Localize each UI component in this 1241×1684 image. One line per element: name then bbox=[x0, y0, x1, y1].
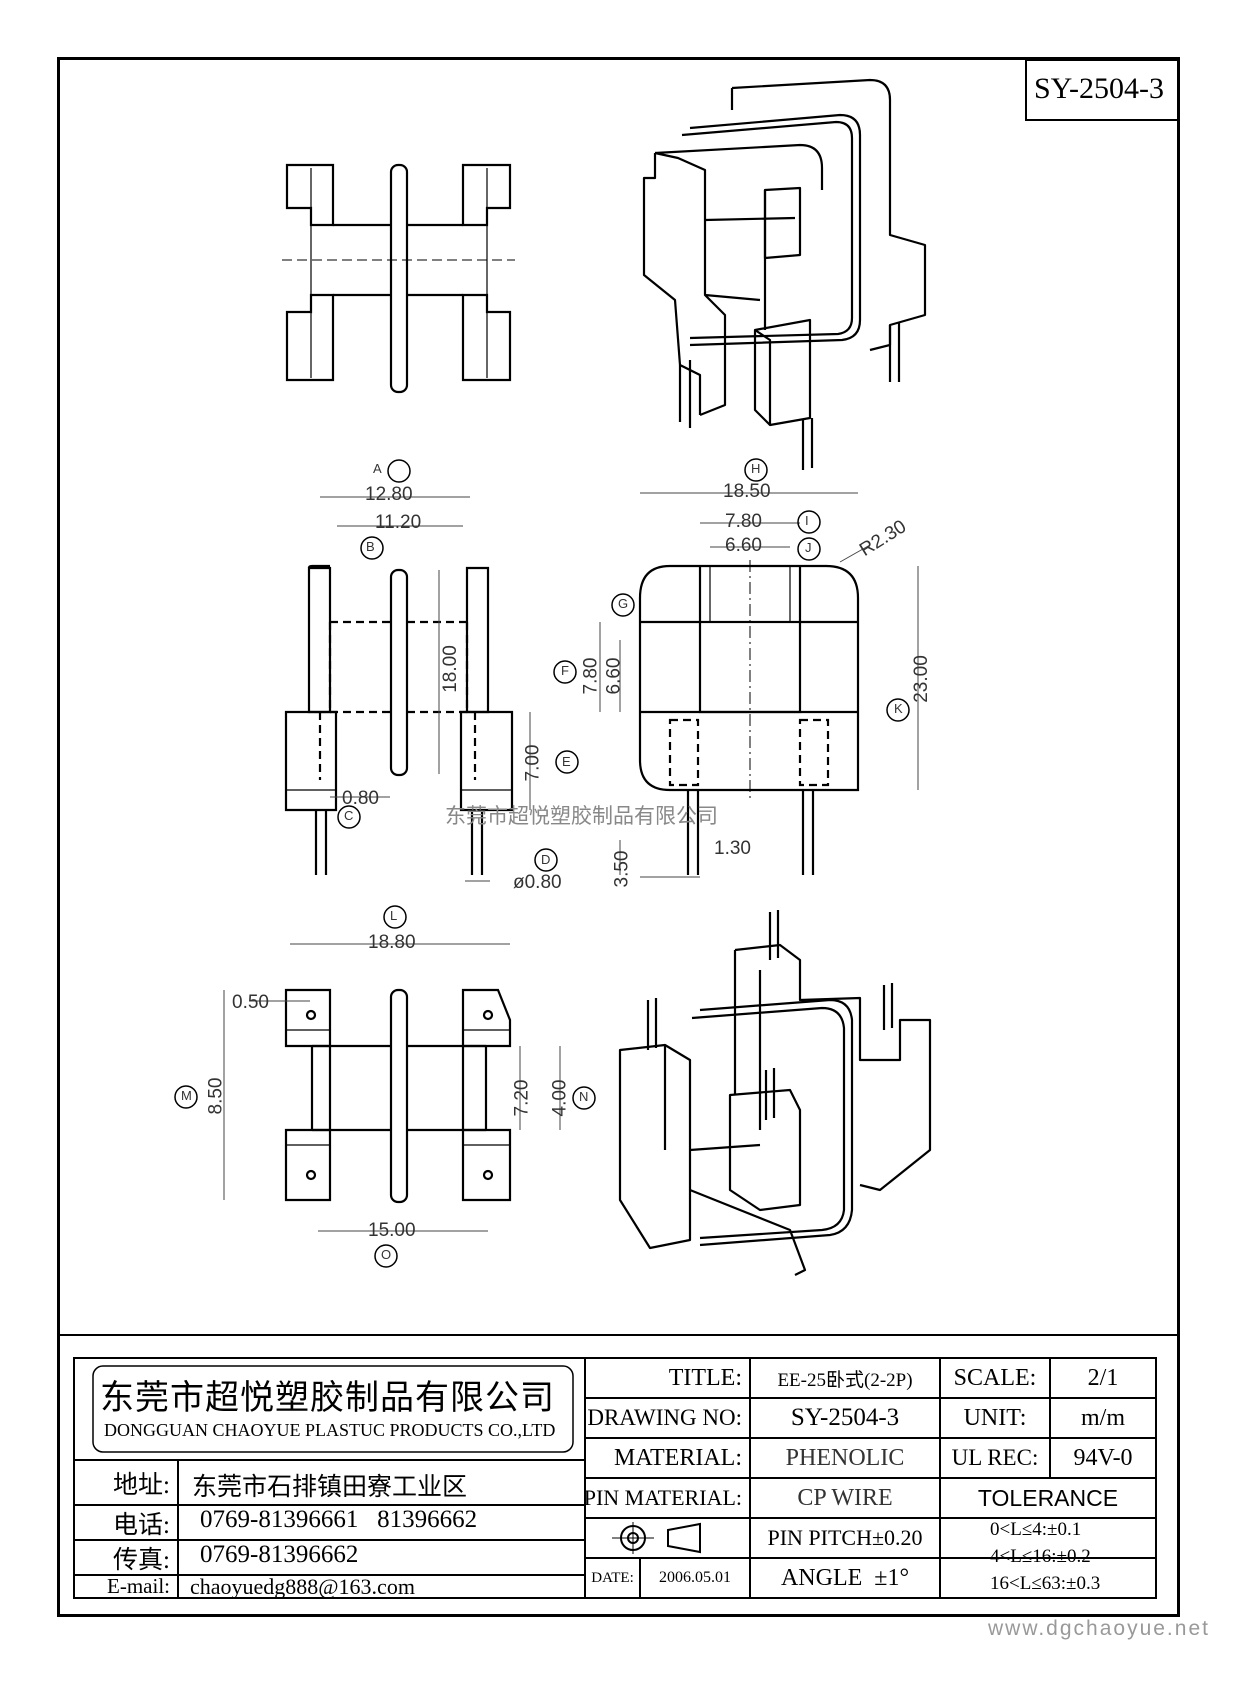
mark-b: B bbox=[366, 539, 375, 554]
mark-m: M bbox=[181, 1088, 192, 1103]
view-isometric-top bbox=[642, 78, 927, 470]
tolerance-range-2: 4<L≤16:±0.2 bbox=[990, 1546, 1091, 1567]
dim-b-value: 11.20 bbox=[375, 512, 422, 533]
view-middle-side bbox=[284, 564, 514, 875]
dim-o-value: 15.00 bbox=[368, 1220, 416, 1241]
part-number: SY-2504-3 bbox=[1034, 72, 1165, 105]
ul-rec-label: UL REC: bbox=[951, 1445, 1039, 1470]
fax-value: 0769-81396662 bbox=[200, 1541, 359, 1568]
mark-g: G bbox=[618, 596, 629, 611]
drawing-no-value: SY-2504-3 bbox=[790, 1404, 900, 1431]
dim-a-value: 12.80 bbox=[365, 484, 413, 505]
projection-symbol bbox=[612, 1522, 701, 1554]
dim-f-value: 7.80 bbox=[580, 657, 602, 695]
part-number-box bbox=[1025, 59, 1180, 121]
email-label: E-mail: bbox=[107, 1574, 170, 1598]
mark-l: L bbox=[390, 908, 398, 923]
material-label: MATERIAL: bbox=[614, 1444, 742, 1471]
reference-circles bbox=[174, 458, 910, 1268]
view-middle-front bbox=[638, 560, 860, 875]
watermark-company: 东莞市超悦塑胶制品有限公司 bbox=[445, 805, 718, 828]
email-value: chaoyuedg888@163.com bbox=[190, 1574, 415, 1599]
view-bottom bbox=[284, 988, 512, 1204]
title-value: EE-25卧式(2-2P) bbox=[777, 1369, 913, 1391]
dim-n-value: 4.00 bbox=[549, 1079, 571, 1117]
dim-g-value: 6.60 bbox=[603, 657, 625, 695]
dim-k-value: 23.00 bbox=[910, 655, 932, 703]
fax-label: 传真: bbox=[113, 1546, 170, 1574]
scale-value: 2/1 bbox=[1087, 1364, 1119, 1391]
unit-label: UNIT: bbox=[963, 1404, 1027, 1431]
tolerance-range-3: 16<L≤63:±0.3 bbox=[990, 1573, 1101, 1594]
mark-o: O bbox=[381, 1247, 392, 1262]
address-label: 地址: bbox=[113, 1471, 170, 1499]
date-value: 2006.05.01 bbox=[659, 1569, 731, 1586]
ul-rec-value: 94V-0 bbox=[1073, 1444, 1133, 1471]
mark-j: J bbox=[805, 540, 812, 555]
dimension-lines bbox=[223, 492, 919, 1232]
dim-l-value: 18.80 bbox=[368, 932, 416, 953]
company-name-cn: 东莞市超悦塑胶制品有限公司 bbox=[100, 1380, 555, 1417]
dim-pin-1-30: 1.30 bbox=[714, 838, 751, 859]
address-value: 东莞市石排镇田寮工业区 bbox=[192, 1474, 468, 1501]
mark-n: N bbox=[579, 1089, 589, 1104]
tolerance-label: TOLERANCE bbox=[977, 1484, 1119, 1511]
mark-k: K bbox=[894, 701, 903, 716]
title-block-grid bbox=[57, 1334, 1180, 1599]
mark-d: D bbox=[541, 852, 551, 867]
scale-label: SCALE: bbox=[953, 1364, 1037, 1391]
pin-pitch: PIN PITCH±0.20 bbox=[767, 1525, 923, 1550]
dim-h-value: 18.50 bbox=[723, 481, 771, 502]
unit-value: m/m bbox=[1080, 1404, 1125, 1431]
pin-material-label: PIN MATERIAL: bbox=[583, 1485, 742, 1510]
angle-tolerance: ANGLE ±1° bbox=[780, 1564, 910, 1591]
dim-height-18: 18.00 bbox=[439, 645, 461, 693]
dim-offset-0-50: 0.50 bbox=[232, 992, 269, 1013]
mark-c: C bbox=[344, 808, 354, 823]
view-top-side bbox=[282, 163, 515, 394]
pin-material-value: CP WIRE bbox=[797, 1484, 893, 1511]
drawing-frame bbox=[57, 57, 1180, 1617]
dim-inner-7-20: 7.20 bbox=[511, 1079, 533, 1117]
dim-c-value: 0.80 bbox=[342, 788, 379, 809]
title-label: TITLE: bbox=[668, 1364, 742, 1391]
dim-m-value: 8.50 bbox=[205, 1077, 227, 1115]
date-label: DATE: bbox=[591, 1569, 634, 1586]
material-value: PHENOLIC bbox=[785, 1444, 905, 1471]
company-name-en: DONGGUAN CHAOYUE PLASTUC PRODUCTS CO.,LT… bbox=[104, 1420, 556, 1440]
dim-d-value: ø0.80 bbox=[513, 872, 562, 893]
view-isometric-bottom bbox=[618, 910, 932, 1276]
mark-h: H bbox=[751, 461, 761, 476]
mark-f: F bbox=[561, 663, 569, 678]
dim-i-value: 7.80 bbox=[725, 511, 762, 532]
mark-i: I bbox=[805, 513, 809, 528]
tolerance-range-1: 0<L≤4:±0.1 bbox=[990, 1519, 1082, 1540]
dim-j-value: 6.60 bbox=[725, 535, 762, 556]
phone-label: 电话: bbox=[113, 1511, 170, 1539]
mark-e: E bbox=[562, 754, 571, 769]
watermark-url: www.dgchaoyue.net bbox=[988, 1617, 1210, 1640]
phone-value: 0769-81396661 81396662 bbox=[200, 1506, 478, 1533]
mark-a: A bbox=[373, 461, 382, 476]
dim-pin-3-50: 3.50 bbox=[611, 850, 633, 888]
drawing-no-label: DRAWING NO: bbox=[587, 1405, 742, 1430]
dim-e-value: 7.00 bbox=[522, 744, 544, 782]
